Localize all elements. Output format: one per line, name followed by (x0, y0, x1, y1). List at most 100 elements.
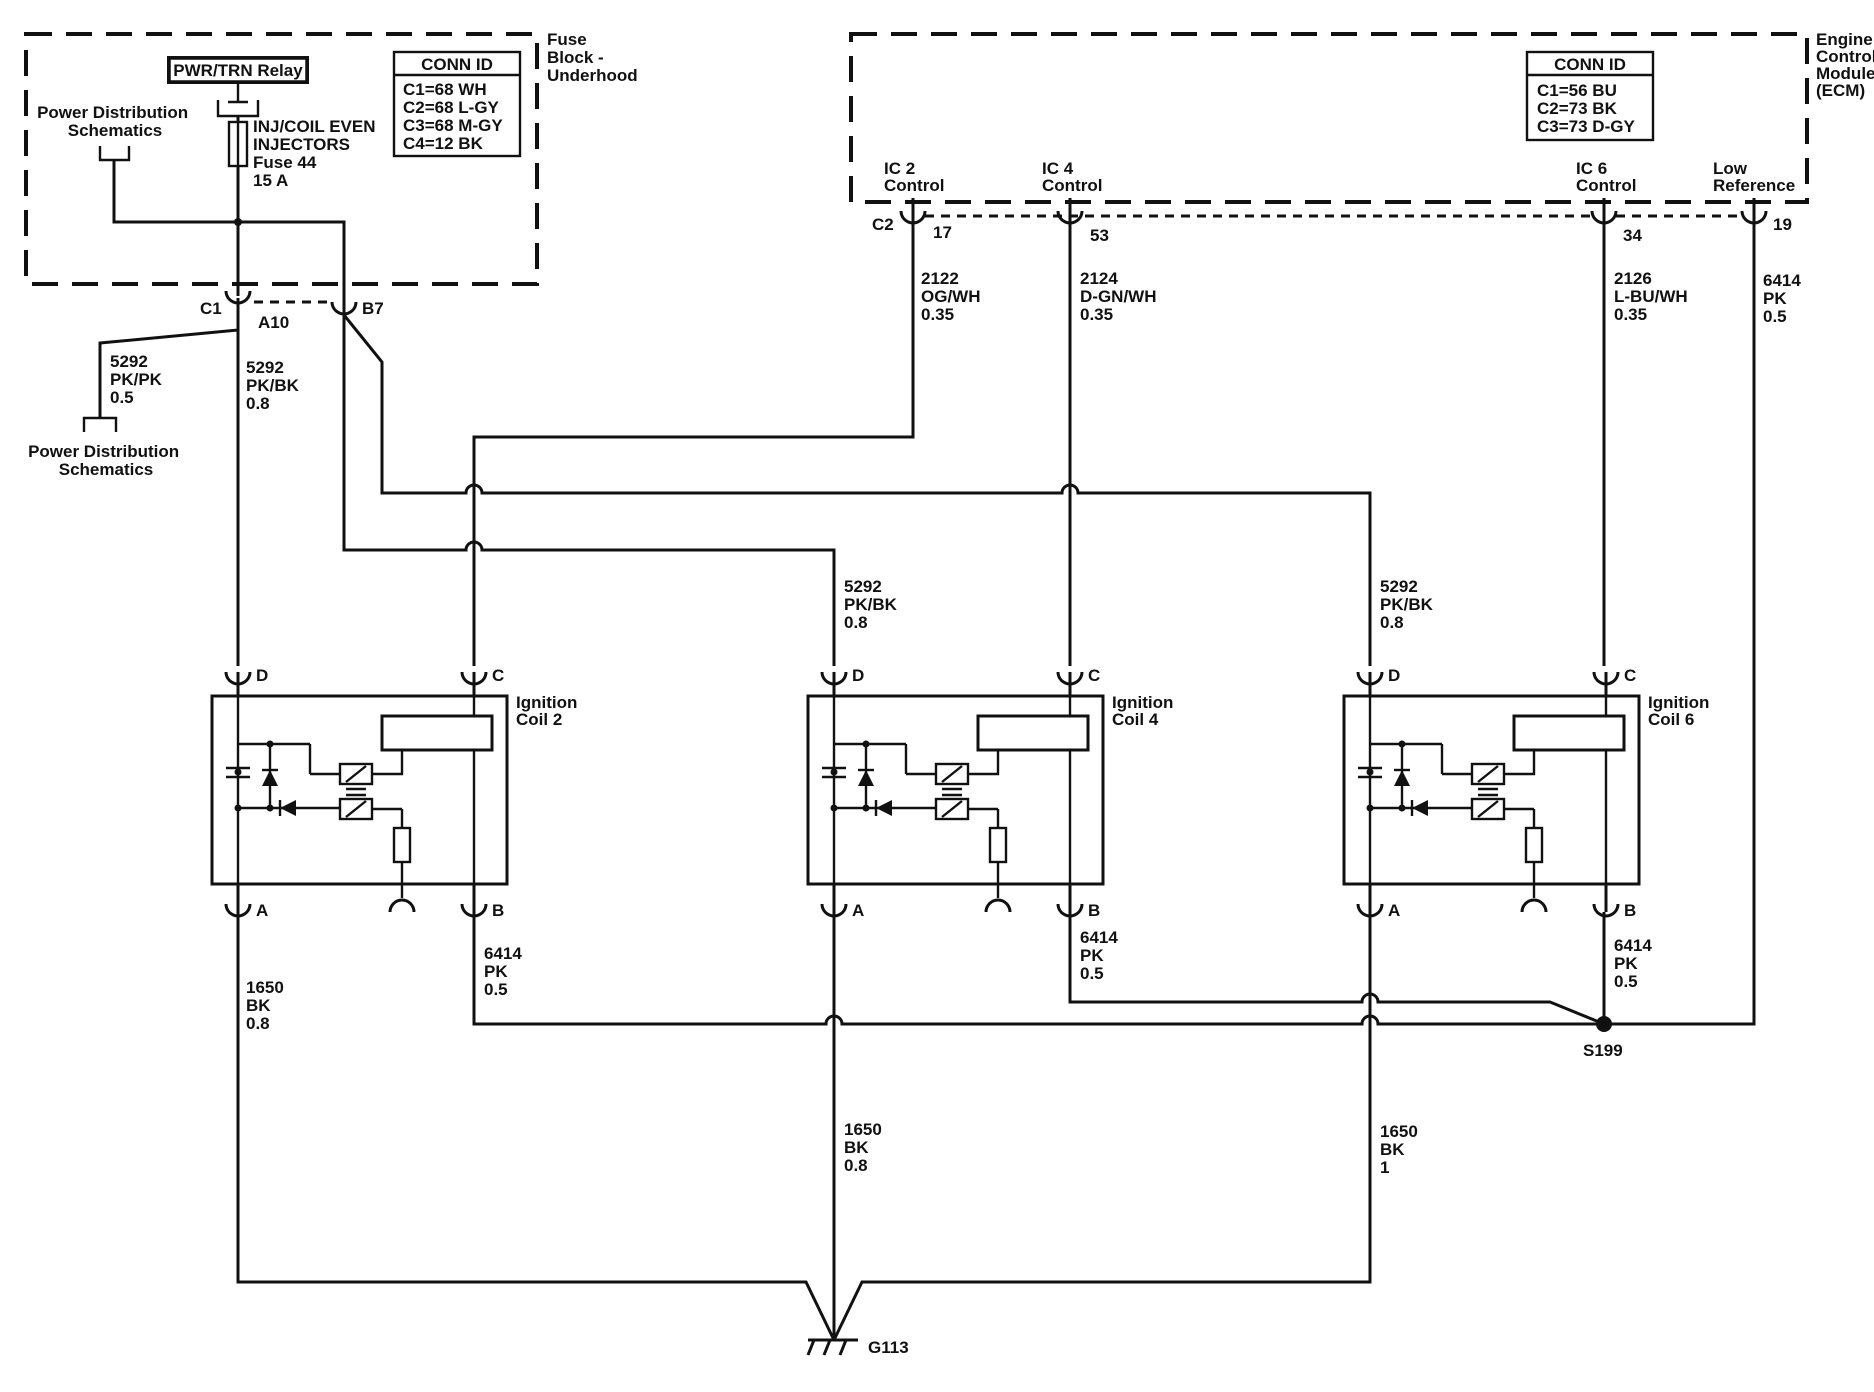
power-distribution-reference-top: Power Distribution Schematics (37, 103, 193, 140)
wire-6414-coil4 (1068, 912, 1605, 1026)
ecm-terminal-ic6: IC 6 Control (1576, 159, 1636, 195)
coil-spark-unit (380, 714, 494, 752)
wire-6414-coil2 (472, 912, 1604, 1026)
ecm-title: Engine Control Module (ECM) (1816, 30, 1874, 100)
relay-label: PWR/TRN Relay (173, 61, 303, 80)
power-distribution-connector-top (98, 146, 131, 162)
coil-pin-a-label: A (852, 901, 864, 920)
wire-5292-coil6 (342, 314, 1372, 666)
wire-label-6414-ecm: 6414 PK 0.5 (1763, 271, 1806, 326)
wire-1650-coil2 (236, 912, 836, 1341)
coil-zener-diode (858, 770, 874, 786)
wire-label-5292-coil2: 5292 PK/BK 0.8 (246, 358, 304, 413)
relay-label-inner (169, 58, 307, 82)
coil-pin-a-socket (820, 903, 848, 918)
wiring: Power Distribution Schematics S199 (28, 216, 1756, 1357)
wire-label-1650-coil6: 1650 BK 1 (1380, 1122, 1423, 1177)
coil-pin-a-label: A (256, 901, 268, 920)
engine-control-module: Engine Control Module (ECM) CONN ID C1=5… (849, 30, 1874, 204)
fuse-44-symbol (227, 116, 249, 222)
coil-pin-b-socket (1592, 903, 1620, 918)
fuse-block-conn-id-table: CONN ID C1=68 WH C2=68 L-GY C3=68 M-GY C… (392, 50, 522, 158)
wire-label-6414-coil4: 6414 PK 0.5 (1080, 928, 1123, 983)
coil-pin-d-label: D (1388, 666, 1400, 685)
coil-pin-b-socket (460, 903, 488, 918)
fuse-block-underhood: Fuse Block - Underhood PWR/TRN Relay CON… (24, 30, 638, 305)
wire-label-2126: 2126 L-BU/WH 0.35 (1614, 269, 1692, 324)
splice-s199-label: S199 (1583, 1041, 1623, 1060)
splice-s199-dot (1596, 1016, 1612, 1032)
ecm-connector-label: C2 (872, 215, 894, 234)
ecm-connector-c2: C2 17 53 34 19 (872, 198, 1792, 245)
relay-contact-symbol (216, 84, 260, 118)
fuse-block-boundary (24, 32, 539, 286)
ecm-pin-19: 19 (1773, 215, 1792, 234)
conn-c1-label: C1 (200, 299, 222, 318)
coil-diode (280, 800, 296, 816)
ecm-pin-53: 53 (1090, 226, 1109, 245)
coil-resistor (392, 826, 412, 864)
wire-label-2124: 2124 D-GN/WH 0.35 (1080, 269, 1161, 324)
wire-label-5292-pkpk: 5292 PK/PK 0.5 (110, 352, 167, 407)
coil-pin-d-label: D (852, 666, 864, 685)
wire-label-6414-coil6: 6414 PK 0.5 (1614, 936, 1657, 991)
wire-5292-coil4 (342, 305, 836, 666)
power-distribution-reference-left: Power Distribution Schematics (28, 442, 184, 479)
coil-spark-unit (976, 714, 1090, 752)
wire-1650-coil6 (832, 912, 1372, 1341)
coil-spark-plug-terminal (388, 898, 416, 913)
ecm-conn-id-table: CONN ID C1=56 BU C2=73 BK C3=73 D-GY (1525, 50, 1655, 142)
conn-id-title: CONN ID (421, 55, 493, 74)
coil-spark-plug-terminal (984, 898, 1012, 913)
wire-label-5292-coil4: 5292 PK/BK 0.8 (844, 577, 902, 632)
power-distribution-connector-left (82, 416, 118, 432)
fuse-44-label: INJ/COIL EVEN INJECTORS Fuse 44 15 A (253, 117, 380, 190)
ecm-conn-id-list: C1=56 BU C2=73 BK C3=73 D-GY (1537, 81, 1635, 136)
coil-zener-diode (262, 770, 278, 786)
ecm-pin-17: 17 (933, 223, 952, 242)
coil-pin-c-label: C (1624, 666, 1636, 685)
wire-label-1650-coil4: 1650 BK 0.8 (844, 1120, 887, 1175)
ground-g113-label: G113 (868, 1338, 909, 1357)
coil-zener-diode (1394, 770, 1410, 786)
conn-id-list: C1=68 WH C2=68 L-GY C3=68 M-GY C4=12 BK (403, 80, 507, 153)
coil-diode (876, 800, 892, 816)
fuse-block-title: Fuse Block - Underhood (547, 30, 638, 85)
ecm-terminal-ic2: IC 2 Control (884, 159, 944, 195)
pin-a10-label: A10 (258, 313, 289, 332)
coil-pin-b-label: B (492, 901, 504, 920)
coil-pin-a-label: A (1388, 901, 1400, 920)
wire-label-5292-coil6: 5292 PK/BK 0.8 (1380, 577, 1438, 632)
ecm-pin-34: 34 (1623, 226, 1642, 245)
ecm-terminal-ic4: IC 4 Control (1042, 159, 1102, 195)
ecm-boundary (849, 32, 1809, 204)
coil-spark-unit (1512, 714, 1626, 752)
wire-label-1650-coil2: 1650 BK 0.8 (246, 978, 289, 1033)
coil-pin-b-label: B (1088, 901, 1100, 920)
wire-labels: 5292 PK/PK 0.5 5292 PK/BK 0.8 2122 OG/WH… (110, 269, 1806, 1177)
coil-housing (1342, 694, 1641, 886)
coil-diode (1412, 800, 1428, 816)
coil-resistor (988, 826, 1008, 864)
wire-fuse-bus (112, 160, 346, 305)
fuse-block-connector-c1: C1 A10 B7 (200, 222, 384, 332)
wire-label-2122: 2122 OG/WH 0.35 (921, 269, 985, 324)
pin-b7-label: B7 (362, 299, 384, 318)
coil-resistor (1524, 826, 1544, 864)
ground-symbol (806, 1338, 858, 1356)
ecm-conn-id-title: CONN ID (1554, 55, 1626, 74)
wire-label-6414-coil2: 6414 PK 0.5 (484, 944, 527, 999)
wire-2122 (472, 216, 915, 666)
coil-pin-b-label: B (1624, 901, 1636, 920)
coil-pin-b-socket (1056, 903, 1084, 918)
coil-pin-c-label: C (1088, 666, 1100, 685)
coil-housing (210, 694, 509, 886)
wire-6414-ecm (1604, 216, 1756, 1026)
coil-pin-c-label: C (492, 666, 504, 685)
